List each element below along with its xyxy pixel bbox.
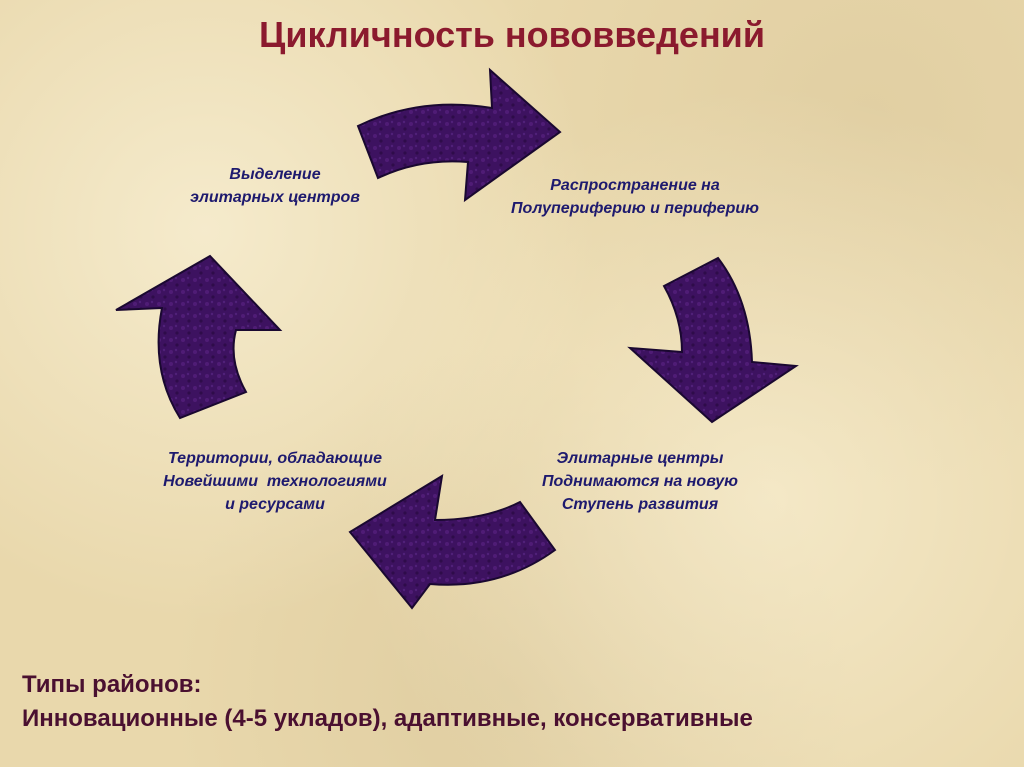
- curved-arrow-icon: [115, 254, 283, 420]
- stage-label-line: Ступень развития: [561, 496, 719, 513]
- stage-label-line: Новейшими технологиями: [163, 473, 387, 490]
- stage-label-line: Поднимаются на новую: [542, 473, 738, 490]
- stage-label-line: Выделение: [229, 166, 321, 183]
- stage-label-line: элитарных центров: [190, 189, 360, 206]
- stage-diffusion: Распространение на Полупериферию и периф…: [455, 174, 815, 220]
- stage-label-line: Полупериферию и периферию: [511, 200, 759, 217]
- stage-label-line: и ресурсами: [225, 496, 325, 513]
- stage-new-level: Элитарные центры Поднимаются на новую Ст…: [490, 447, 790, 516]
- curved-arrow-icon: [627, 256, 799, 424]
- page-title: Цикличность нововведений: [259, 14, 765, 55]
- types-text: Инновационные (4-5 укладов), адаптивные,…: [22, 705, 753, 732]
- stage-territories: Территории, обладающие Новейшими техноло…: [120, 447, 430, 516]
- stage-label-line: Распространение на: [550, 177, 720, 194]
- district-types: Типы районов: Инновационные (4-5 укладов…: [22, 668, 753, 736]
- types-heading: Типы районов:: [22, 671, 202, 698]
- stage-label-line: Территории, обладающие: [168, 450, 382, 467]
- stage-label-line: Элитарные центры: [556, 450, 724, 467]
- curved-arrow-icon: [348, 474, 557, 610]
- stage-elite-centers: Выделение элитарных центров: [150, 163, 400, 209]
- curved-arrow-icon: [356, 67, 562, 203]
